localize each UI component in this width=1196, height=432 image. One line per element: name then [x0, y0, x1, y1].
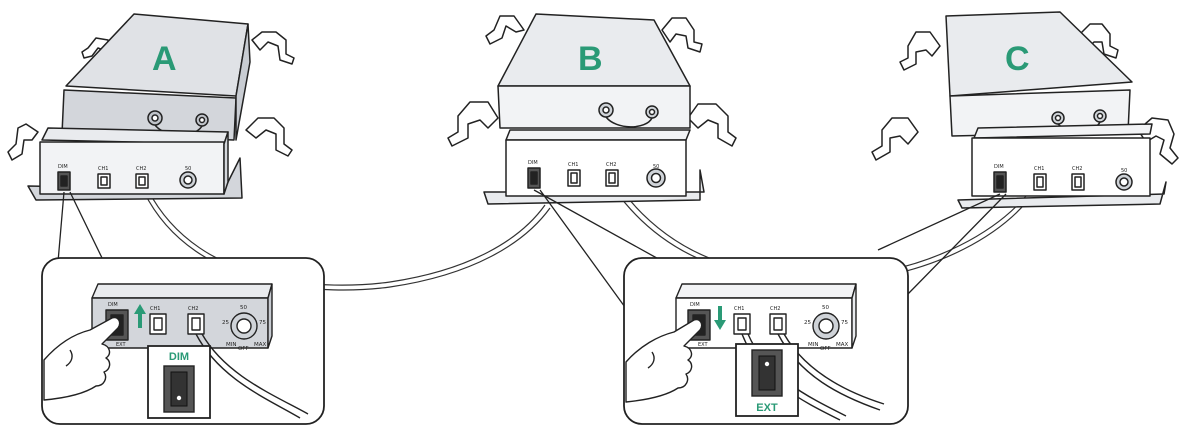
dial-min-label: MIN — [226, 342, 236, 348]
clamp-c-top-right — [1079, 23, 1119, 59]
unit-b-ch1-label: CH1 — [568, 162, 578, 168]
unit-c-ch1-label: CH1 — [1034, 166, 1044, 172]
unit-c — [871, 11, 1179, 209]
dial-off-label: OFF — [238, 346, 249, 352]
unit-b — [447, 13, 737, 205]
up-arrow-icon — [134, 304, 146, 328]
unit-b-labels: DIM CH1 CH2 B — [528, 40, 616, 168]
dial-max-label: MAX — [836, 342, 849, 348]
clamp-a-right — [245, 117, 293, 157]
unit-a-lid-side — [235, 23, 251, 141]
pointing-hand — [43, 316, 121, 401]
dial-25-label: 25 — [804, 320, 811, 326]
callout-leaders — [57, 189, 1007, 315]
clamp-b-top-right — [661, 17, 703, 53]
cable-a-to-b — [147, 189, 546, 286]
dial-75-label: 75 — [259, 320, 266, 326]
dial-50-label: 50 — [240, 305, 247, 311]
pointing-hand — [625, 318, 703, 403]
svg-text:50: 50 — [653, 164, 659, 170]
dial-75-label: 75 — [841, 320, 848, 326]
unit-b-letter: B — [578, 40, 603, 78]
rocker-switch-ext — [758, 355, 776, 391]
clamp-c-left — [871, 117, 919, 161]
callout-dim-ext-label: EXT — [116, 342, 126, 348]
clamp-c-top-left — [899, 31, 941, 71]
unit-c-letter: C — [1005, 40, 1030, 78]
unit-a-labels: DIM CH1 CH2 A — [58, 40, 177, 172]
clamp-b-top-left — [485, 15, 525, 45]
unit-c-labels: DIM CH1 CH2 C — [994, 40, 1082, 172]
callout-ext-dim-label: DIM — [690, 302, 700, 308]
down-arrow-icon — [714, 306, 726, 330]
clamp-b-left — [447, 101, 499, 147]
dial-off-label: OFF — [820, 346, 831, 352]
unit-b-ch2-label: CH2 — [606, 162, 616, 168]
callout-ext: DIM CH1 CH2 EXT 50 25 75 MIN OFF MAX EXT — [623, 257, 909, 425]
unit-c-lid-top — [945, 11, 1133, 97]
rocker-switch-dim — [170, 371, 188, 407]
unit-c-ch2-label: CH2 — [1072, 166, 1082, 172]
callout-ext-switch-label: EXT — [756, 402, 778, 414]
callout-dim-switch-label: DIM — [169, 351, 189, 363]
unit-a-ch2-label: CH2 — [136, 166, 146, 172]
callout-ext-ext-label: EXT — [698, 342, 708, 348]
svg-text:50: 50 — [1121, 168, 1127, 174]
svg-text:50: 50 — [185, 166, 191, 172]
callout-dim-ch1-label: CH1 — [150, 306, 160, 312]
unit-a-letter: A — [152, 40, 177, 78]
clamp-a-top-right — [251, 31, 295, 65]
unit-a-ch1-label: CH1 — [98, 166, 108, 172]
unit-b-lid-front — [497, 85, 691, 129]
cable-a-to-b-inner — [143, 191, 551, 291]
dial-50-label: 50 — [822, 305, 829, 311]
dial-max-label: MAX — [254, 342, 267, 348]
callout-ext-ch1-label: CH1 — [734, 306, 744, 312]
unit-b-dim-label: DIM — [528, 160, 538, 166]
callout-dim-dim-label: DIM — [108, 302, 118, 308]
unit-b-control-top — [505, 129, 691, 141]
clamp-a-left — [7, 123, 39, 161]
callout-dim: DIM CH1 CH2 EXT 50 25 75 MIN OFF MAX DIM — [41, 257, 325, 425]
callout-ext-ch2-label: CH2 — [770, 306, 780, 312]
dial-min-label: MIN — [808, 342, 818, 348]
unit-a-dim-label: DIM — [58, 164, 68, 170]
unit-c-control-top — [973, 123, 1153, 139]
callout-dim-ch2-label: CH2 — [188, 306, 198, 312]
unit-c-dim-label: DIM — [994, 164, 1004, 170]
unit-dial-labels: 50 50 50 — [185, 164, 1127, 174]
clamp-b-right — [687, 103, 737, 147]
unit-a — [7, 13, 295, 201]
dial-25-label: 25 — [222, 320, 229, 326]
